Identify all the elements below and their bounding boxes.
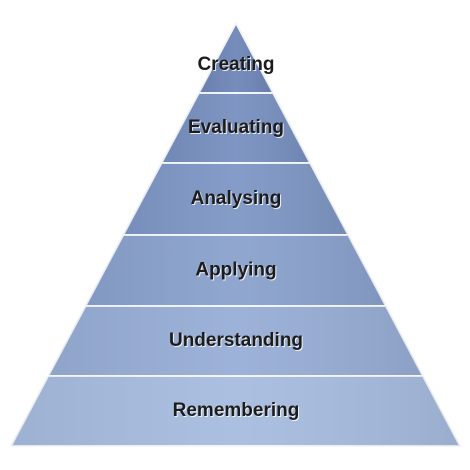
pyramid-label-shadow: Remembering <box>174 401 301 422</box>
pyramid-tier-shading <box>198 23 274 93</box>
pyramid-label-analysing: Analysing <box>191 188 282 209</box>
pyramid-label-shadow: Understanding <box>170 331 304 352</box>
pyramid-tier-shading <box>48 306 423 376</box>
pyramid-label-shadow: Creating <box>198 55 275 76</box>
pyramid-label-evaluating: Evaluating <box>188 117 284 138</box>
pyramid-tier-shading <box>11 376 460 446</box>
pyramid-tier-shading <box>123 163 349 235</box>
pyramid-tier-shading <box>161 93 311 163</box>
pyramid-label-remembering: Remembering <box>173 400 300 421</box>
pyramid-label-applying: Applying <box>195 260 276 281</box>
pyramid-label-understanding: Understanding <box>169 330 303 351</box>
pyramid-tier-shading <box>85 235 386 306</box>
pyramid-label-shadow: Evaluating <box>189 118 285 139</box>
pyramid-label-creating: Creating <box>197 54 274 75</box>
pyramid-label-shadow: Applying <box>196 261 277 282</box>
pyramid-label-shadow: Analysing <box>192 189 283 210</box>
